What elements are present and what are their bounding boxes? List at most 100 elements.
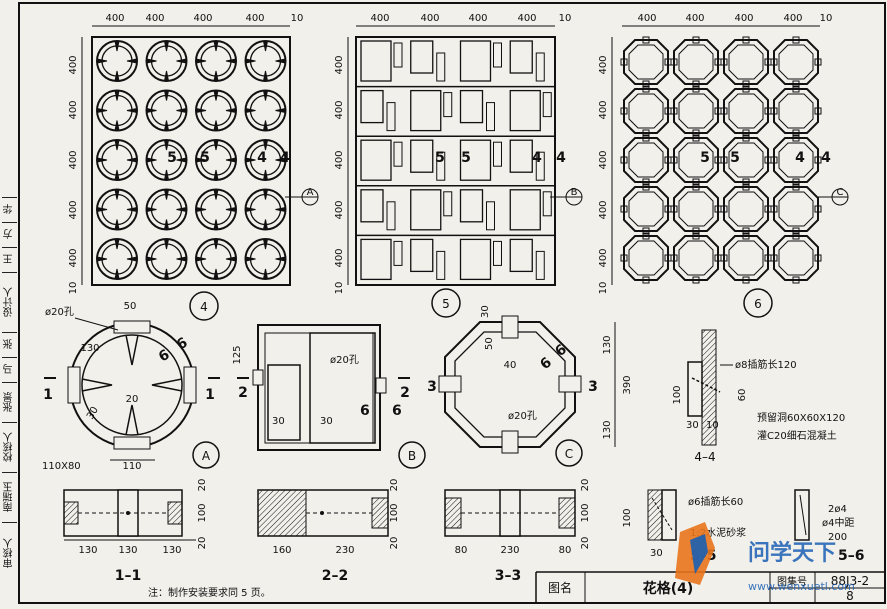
side-label: 审核人 (2, 522, 17, 583)
detail-label-circle (555, 439, 583, 467)
window-block (360, 40, 392, 82)
panel-label: 6 (754, 297, 762, 311)
dim: 30 (320, 416, 333, 427)
octagon-cell (620, 85, 672, 137)
section-3-3: 80 230 80 20 100 20 3–3 (444, 479, 591, 584)
window-block (509, 189, 541, 231)
cut-mark: 3 (588, 379, 598, 395)
ring-cell (145, 89, 188, 132)
side-label: 华 (2, 197, 17, 221)
section-mark: 5 (435, 150, 445, 166)
window-block (410, 139, 434, 173)
window-block (535, 151, 545, 181)
cut-mark: 2 (400, 385, 410, 401)
window-block (542, 191, 552, 217)
window-block (542, 92, 552, 118)
window-block (509, 89, 541, 132)
ring-cell (195, 238, 237, 280)
window-block (443, 92, 453, 118)
side-label: 张 (2, 332, 17, 356)
octagon-cell (670, 134, 722, 186)
side-signature-strip: 审核人 南瑞玉 校核人 张景 马 张 设计人 王 方 华 (2, 2, 17, 602)
ring-cell (244, 40, 287, 82)
dim-top: 400 (105, 13, 124, 24)
window-block (410, 89, 442, 132)
octagon-cell (770, 232, 822, 284)
octagon-cell (670, 232, 722, 284)
section-mark: 4 (556, 150, 566, 166)
octagon-cell (670, 36, 722, 88)
section-mark: 4 (257, 150, 267, 166)
octagon-cell (720, 36, 772, 88)
dim: 130 (78, 545, 97, 556)
dim-left: 10 (68, 282, 79, 295)
dim-left: 10 (598, 282, 609, 295)
panel-label-circle (431, 288, 461, 318)
dim: 20 (580, 537, 591, 550)
dim: 50 (484, 337, 495, 350)
section-mark: 5 (200, 150, 210, 166)
atlas-number: 88J3-2 (831, 574, 869, 588)
dim: 230 (335, 545, 354, 556)
dim: 390 (622, 375, 633, 394)
window-block (535, 250, 545, 280)
dim: 100 (389, 503, 400, 522)
ring-cell (195, 40, 237, 82)
window-block (443, 191, 453, 217)
window-block (410, 189, 442, 231)
dim-top: 400 (517, 13, 536, 24)
panel-5: 400 400 400 400 10 400 400 400 400 400 1… (334, 13, 583, 318)
rebar-note: 200 (828, 532, 847, 543)
detail-label: C (565, 447, 573, 461)
dim-left: 400 (68, 150, 79, 169)
dim: 20 (197, 537, 208, 550)
detail-label-circle (398, 441, 426, 469)
dim-left: 400 (334, 150, 345, 169)
ring-cell (195, 89, 237, 132)
side-label: 设计人 (2, 272, 17, 331)
panel-label-circle (743, 288, 773, 318)
window-block (436, 250, 446, 280)
dim: 20 (580, 479, 591, 492)
cut-mark: 3 (427, 379, 437, 395)
dim-left: 400 (68, 200, 79, 219)
sheet-border (18, 2, 886, 604)
dim-left: 400 (334, 200, 345, 219)
dim: 130 (602, 420, 613, 439)
dim: 40 (504, 360, 517, 371)
hole-note: ø20孔 (508, 410, 537, 422)
detail-c: 30 50 40 ø20孔 3 3 6 6 C (427, 305, 598, 467)
window-block (360, 189, 384, 223)
dim: 130 (80, 343, 99, 354)
window-block (493, 42, 502, 68)
octagon-cell (670, 85, 722, 137)
note-line: 灌C20细石混凝土 (757, 429, 837, 442)
window-block (459, 189, 484, 223)
ref-mark: 6 (174, 335, 190, 354)
octagon-cell (620, 134, 672, 186)
section-mark: 4 (280, 150, 290, 166)
window-block (509, 238, 533, 273)
dim-top: 400 (783, 13, 802, 24)
cut-mark: 2 (238, 385, 248, 401)
section-mark: 5 (461, 150, 471, 166)
section-4-4: ø8插筋长120 100 60 30 10 预留洞60X60X120 灌C20细… (672, 329, 845, 464)
title-block-label: 图集号 (777, 575, 807, 588)
dim-left: 400 (598, 55, 609, 74)
section-2-2: 160 230 20 100 20 2–2 (257, 479, 400, 584)
window-block (459, 238, 492, 281)
dim-top: 400 (734, 13, 753, 24)
section-mark: 4 (795, 150, 805, 166)
window-block (386, 102, 396, 132)
dim-left: 400 (68, 100, 79, 119)
octagon-cell (720, 134, 772, 186)
window-block (393, 240, 403, 266)
hole-note: ø20孔 (45, 306, 74, 318)
panel-label-circle (189, 291, 219, 321)
octagon-cell (770, 85, 822, 137)
side-label: 方 (2, 222, 17, 246)
dim: 20 (389, 479, 400, 492)
window-block (493, 240, 502, 266)
dim-left: 400 (334, 55, 345, 74)
section-1-1: 130 130 130 20 100 20 1–1 (63, 479, 208, 584)
